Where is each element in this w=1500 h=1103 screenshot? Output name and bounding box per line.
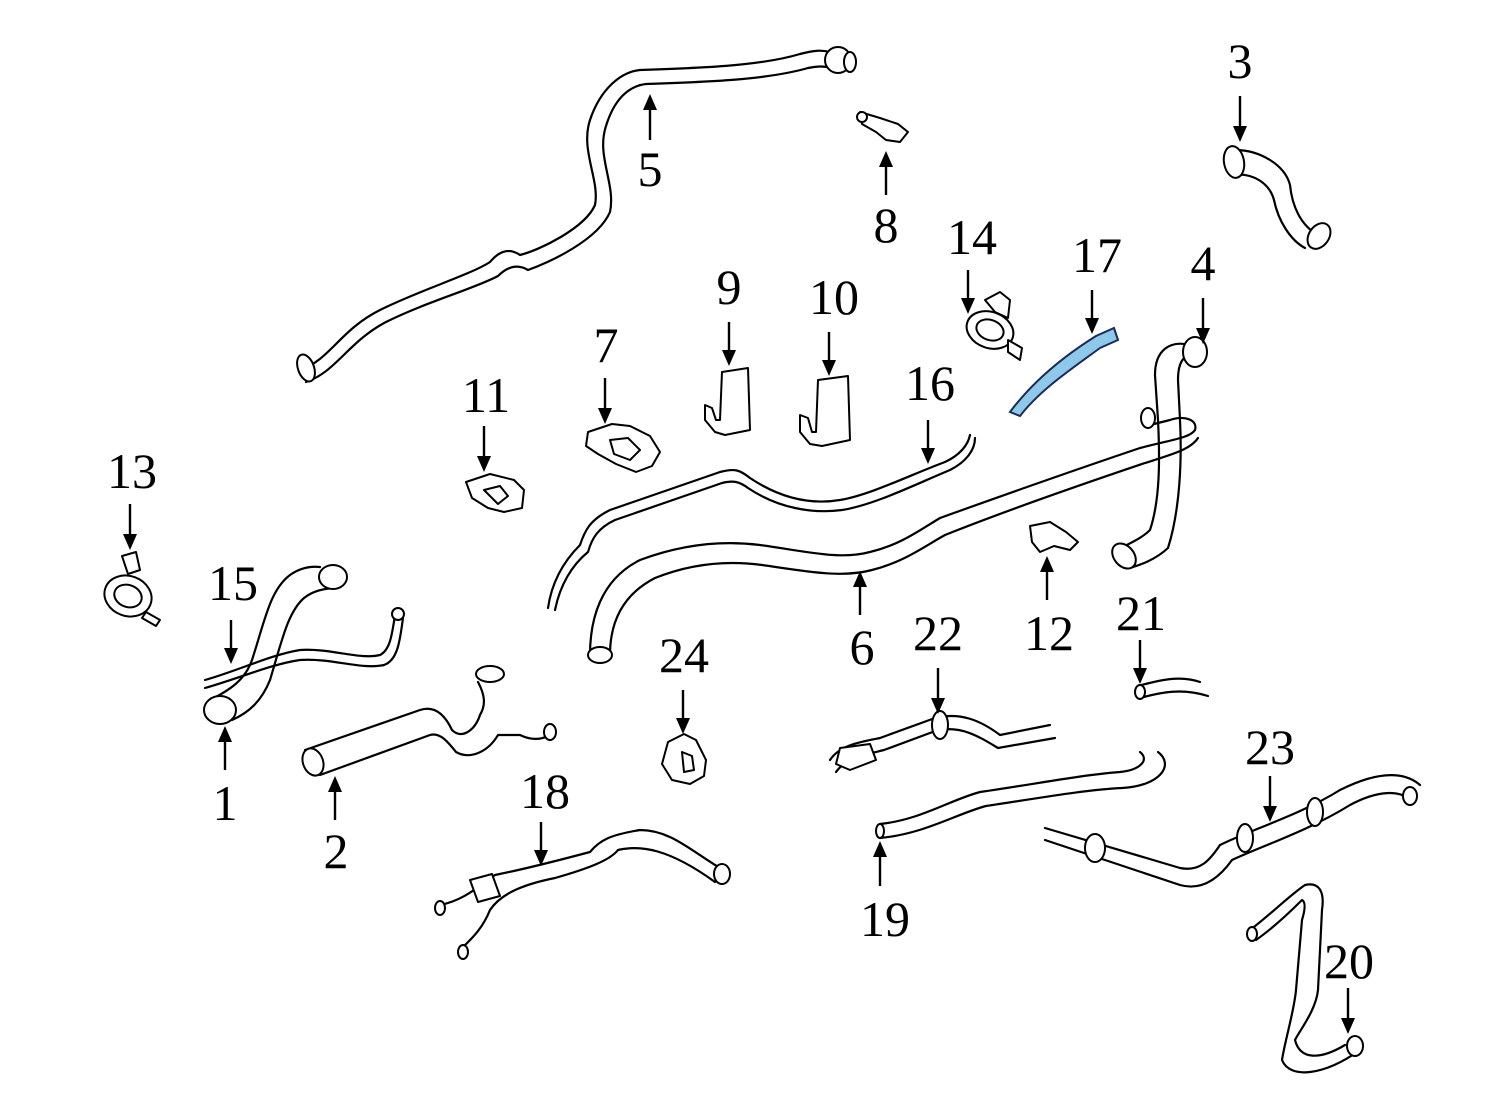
part-22-hose[interactable] <box>828 710 1057 774</box>
callout-21: 21 <box>1116 585 1166 641</box>
callout-11: 11 <box>462 367 510 423</box>
part-7-clip[interactable] <box>585 423 661 473</box>
part-12-bracket[interactable] <box>1029 521 1079 553</box>
part-5-hose[interactable] <box>294 46 857 384</box>
part-2-hose[interactable] <box>299 665 557 779</box>
callout-9: 9 <box>717 259 742 315</box>
part-11-clip[interactable] <box>465 473 525 513</box>
callout-7: 7 <box>594 317 619 373</box>
callout-15: 15 <box>208 555 258 611</box>
part-14-clamp[interactable] <box>961 291 1023 361</box>
callout-2: 2 <box>324 823 349 879</box>
part-13-clamp[interactable] <box>99 551 161 627</box>
callout-19: 19 <box>860 891 910 947</box>
callout-20: 20 <box>1324 933 1374 989</box>
part-6-hose[interactable] <box>587 407 1200 664</box>
part-8-bracket[interactable] <box>856 111 909 143</box>
part-3-hose[interactable] <box>1221 145 1335 254</box>
callout-12: 12 <box>1024 605 1074 661</box>
part-16-pipe[interactable] <box>546 433 977 612</box>
callout-10: 10 <box>809 269 859 325</box>
callout-13: 13 <box>107 443 157 499</box>
callout-8: 8 <box>874 197 899 253</box>
callout-16: 16 <box>905 355 955 411</box>
part-15-pipe[interactable] <box>203 607 405 690</box>
part-1-hose[interactable] <box>203 564 348 725</box>
callout-6: 6 <box>850 619 875 675</box>
part-19-hose[interactable] <box>875 750 1166 840</box>
callout-1: 1 <box>213 775 238 831</box>
callout-arrows <box>123 94 1355 1034</box>
callout-23: 23 <box>1245 719 1295 775</box>
part-4-hose[interactable] <box>1107 336 1208 573</box>
part-21-hose[interactable] <box>1134 677 1210 700</box>
part-10-bracket[interactable] <box>799 375 851 447</box>
part-18-hose[interactable] <box>434 828 731 960</box>
callout-labels: 1 2 3 4 5 6 7 8 9 10 11 12 13 14 15 16 1… <box>107 33 1374 989</box>
callout-24: 24 <box>659 627 709 683</box>
part-20-hose[interactable] <box>1246 883 1364 1074</box>
part-24-clip[interactable] <box>661 733 707 785</box>
callout-22: 22 <box>913 605 963 661</box>
part-23-pipe[interactable] <box>1043 773 1422 888</box>
callout-5: 5 <box>638 141 663 197</box>
part-17-hose[interactable] <box>1008 326 1120 418</box>
callout-18: 18 <box>520 763 570 819</box>
part-9-bracket[interactable] <box>704 367 751 436</box>
callout-4: 4 <box>1191 235 1216 291</box>
callout-3: 3 <box>1228 33 1253 89</box>
callout-17: 17 <box>1072 227 1122 283</box>
callout-14: 14 <box>947 209 997 265</box>
